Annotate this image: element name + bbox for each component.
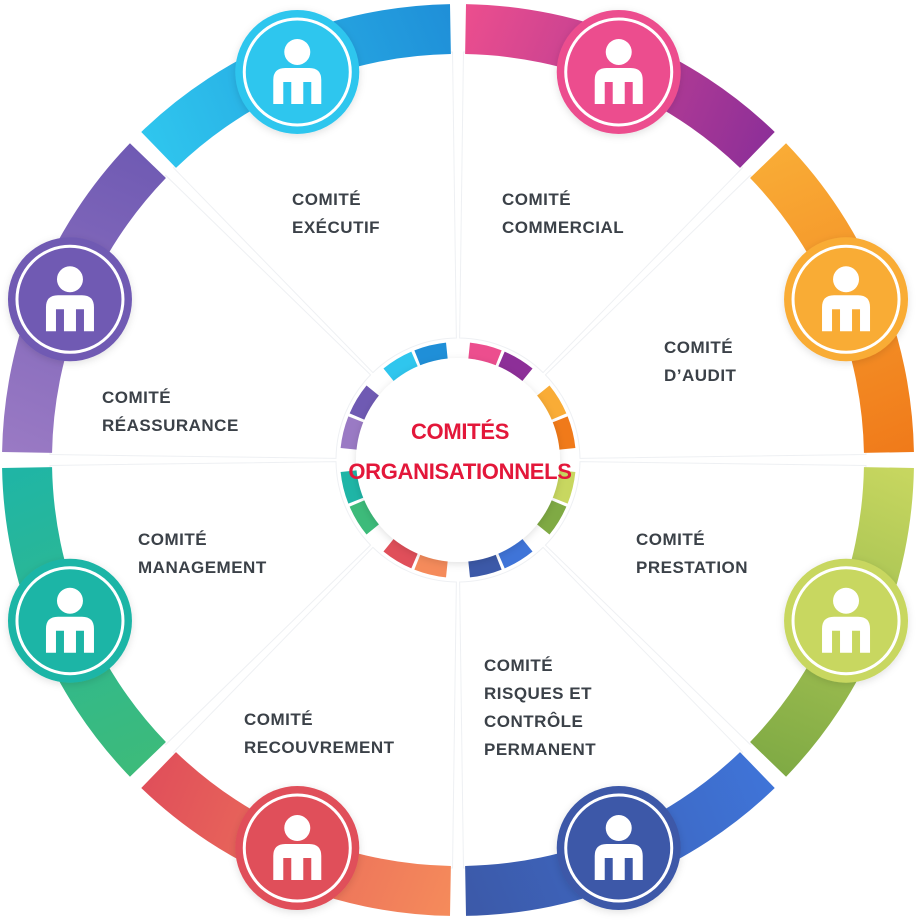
label-prestation: COMITÉ PRESTATION [636,526,748,582]
label-line: COMITÉ [484,656,554,675]
person-icon [556,786,681,911]
person-icon [556,9,681,134]
person-icon [235,9,360,134]
center-title: COMITÉS ORGANISATIONNELS [340,412,580,492]
inner-ring-prestation [495,534,533,569]
person-icon [784,558,909,683]
center-hub [356,358,560,562]
label-line: COMITÉ [636,530,706,549]
label-line: RÉASSURANCE [102,416,239,435]
label-line: COMITÉ [102,388,172,407]
person-icon [7,558,132,683]
inner-ring-management [349,385,384,423]
label-line: COMITÉ [664,338,734,357]
inner-ring-commercial [532,385,567,423]
center-title-line-1: COMITÉS [410,419,510,444]
label-executif: COMITÉ EXÉCUTIF [292,186,380,242]
label-line: COMITÉ [138,530,208,549]
center-title-line-2: ORGANISATIONNELS [348,459,572,484]
label-commercial: COMITÉ COMMERCIAL [502,186,624,242]
person-icon [7,237,132,362]
label-line: D’AUDIT [664,366,737,385]
label-line: EXÉCUTIF [292,218,381,237]
person-icon [235,786,360,911]
label-audit: COMITÉ D’AUDIT [664,334,736,390]
inner-ring-audit [532,497,567,535]
label-line: CONTRÔLE [484,712,584,731]
label-line: PERMANENT [484,740,597,759]
label-line: RISQUES ET [484,684,592,703]
label-line: COMITÉ [502,190,572,209]
label-line: COMITÉ [292,190,362,209]
inner-ring-executif [495,351,533,386]
inner-ring-reassurance [383,351,421,386]
label-risques: COMITÉ RISQUES ET CONTRÔLE PERMANENT [484,652,596,764]
label-line: PRESTATION [636,558,749,577]
label-reassurance: COMITÉ RÉASSURANCE [102,384,239,440]
label-recouvrement: COMITÉ RECOUVREMENT [244,706,395,762]
label-management: COMITÉ MANAGEMENT [138,526,267,582]
inner-ring-recouvrement [349,497,384,535]
label-line: COMMERCIAL [502,218,625,237]
person-icon [784,237,909,362]
inner-ring-risques [383,534,421,569]
label-line: RECOUVREMENT [244,738,395,757]
label-line: MANAGEMENT [138,558,267,577]
label-line: COMITÉ [244,710,314,729]
